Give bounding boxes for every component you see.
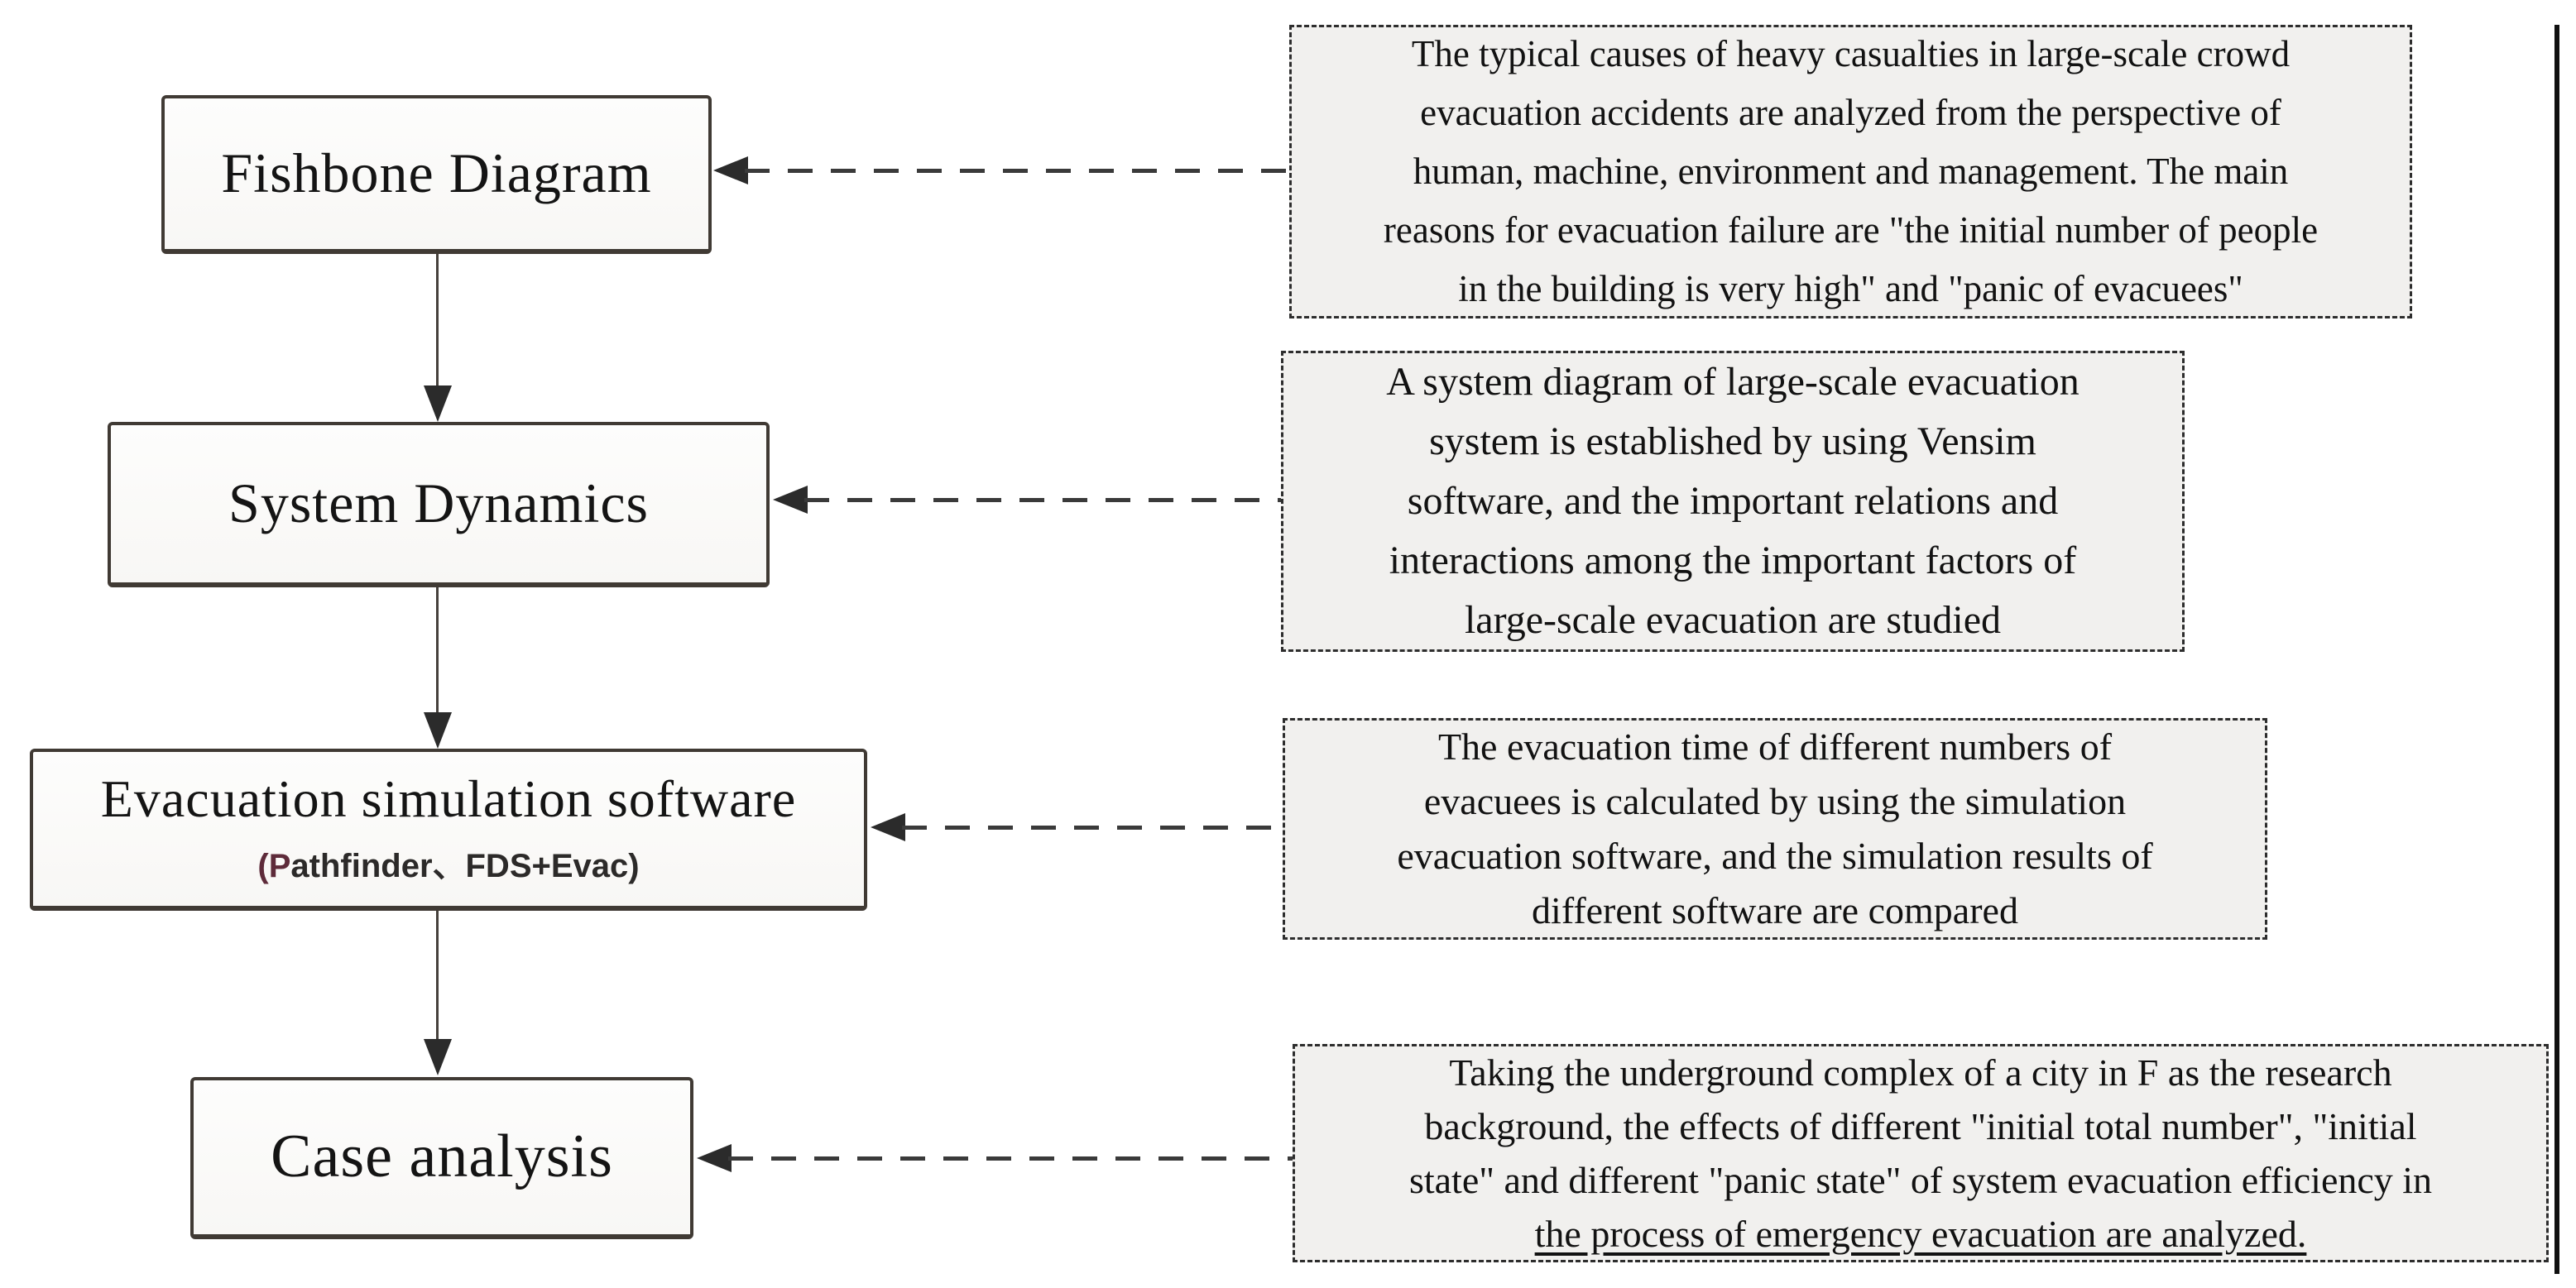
dashed-arrow-line-3 [902,826,1283,830]
flow-box-fishbone-diagram: Fishbone Diagram [161,95,712,254]
annotation-text-line: software, and the important relations an… [1407,479,2059,523]
flow-box-title: Fishbone Diagram [221,141,652,205]
annotation-text-line: A system diagram of large-scale evacuati… [1386,360,2080,404]
subtitle-accent-text: (P [257,847,291,884]
annotation-text-line: system is established by using Vensim [1429,419,2036,463]
dashed-arrow-line-4 [728,1156,1293,1161]
annotation-panel-case-analysis: Taking the underground complex of a city… [1293,1044,2549,1262]
annotation-text-line: the process of emergency evacuation are … [1534,1213,2307,1255]
flow-box-system-dynamics: System Dynamics [108,422,770,587]
annotation-text-line: evacuation software, and the simulation … [1397,835,2153,877]
flow-box-title: Evacuation simulation software [100,769,797,829]
left-arrowhead-3 [871,813,905,841]
subtitle-rest-text: athfinder、FDS+Evac) [290,847,640,884]
annotation-text-line: The evacuation time of different numbers… [1437,725,2113,768]
annotation-text-line: state" and different "panic state" of sy… [1408,1159,2433,1201]
flow-box-title: Case analysis [271,1123,613,1191]
annotation-text-line: background, the effects of different "in… [1424,1105,2417,1147]
figure-frame-right-border [2554,25,2559,1274]
annotation-text-line: reasons for evacuation failure are "the … [1383,209,2319,251]
annotation-panel-simulation: The evacuation time of different numbers… [1283,718,2267,940]
dashed-arrow-line-1 [745,169,1289,173]
flow-box-case-analysis: Case analysis [190,1077,693,1239]
annotation-text-line: different software are compared [1532,889,2018,931]
connector-line-1 [436,254,439,387]
annotation-panel-fishbone: The typical causes of heavy casualties i… [1289,25,2412,318]
connector-line-3 [436,911,439,1041]
annotation-text-line: Taking the underground complex of a city… [1449,1051,2392,1094]
annotation-text-line: evacuation accidents are analyzed from t… [1420,92,2281,133]
annotation-text-line: large-scale evacuation are studied [1464,598,2002,642]
down-arrowhead-1 [424,385,452,422]
left-arrowhead-1 [713,156,748,184]
annotation-panel-system-dynamics: A system diagram of large-scale evacuati… [1281,351,2185,652]
annotation-text-line: in the building is very high" and "panic… [1458,268,2243,309]
down-arrowhead-2 [424,712,452,749]
annotation-text-line: interactions among the important factors… [1389,539,2077,582]
flow-box-evacuation-simulation-software: Evacuation simulation software (Pathfind… [30,749,867,911]
dashed-arrow-line-2 [804,498,1281,502]
connector-line-2 [436,587,439,714]
annotation-text-line: human, machine, environment and manageme… [1413,151,2289,192]
annotation-text-line: evacuees is calculated by using the simu… [1423,780,2127,822]
annotation-text-line: The typical causes of heavy casualties i… [1411,33,2291,74]
down-arrowhead-3 [424,1039,452,1075]
left-arrowhead-2 [773,486,808,514]
left-arrowhead-4 [697,1144,732,1172]
flow-box-subtitle: (Pathfinder、FDS+Evac) [257,839,639,887]
flow-box-title: System Dynamics [228,472,649,535]
